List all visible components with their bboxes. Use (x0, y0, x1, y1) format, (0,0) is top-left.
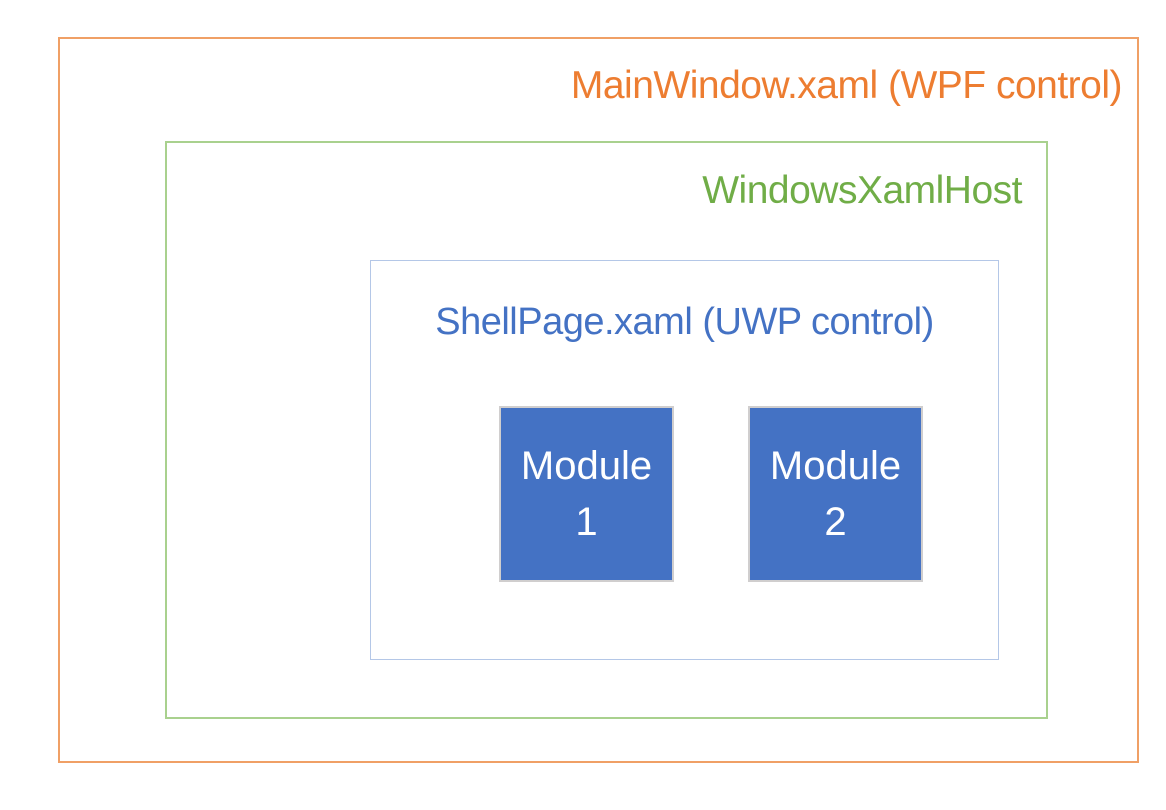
module-2-label: Module 2 (770, 438, 901, 550)
mainwindow-box: MainWindow.xaml (WPF control) WindowsXam… (58, 37, 1139, 763)
shellpage-label: ShellPage.xaml (UWP control) (435, 301, 934, 343)
windowsxamlhost-label: WindowsXamlHost (702, 169, 1022, 212)
shellpage-box: ShellPage.xaml (UWP control) Module 1 Mo… (370, 260, 999, 660)
module-1-label: Module 1 (521, 438, 652, 550)
module-2-box: Module 2 (748, 406, 923, 582)
mainwindow-label: MainWindow.xaml (WPF control) (570, 64, 1123, 107)
module-1-name: Module (520, 444, 653, 488)
windowsxamlhost-box: WindowsXamlHost ShellPage.xaml (UWP cont… (165, 141, 1048, 719)
module-2-number: 2 (824, 500, 847, 544)
module-1-number: 1 (575, 500, 598, 544)
module-2-name: Module (769, 444, 902, 488)
module-1-box: Module 1 (499, 406, 674, 582)
